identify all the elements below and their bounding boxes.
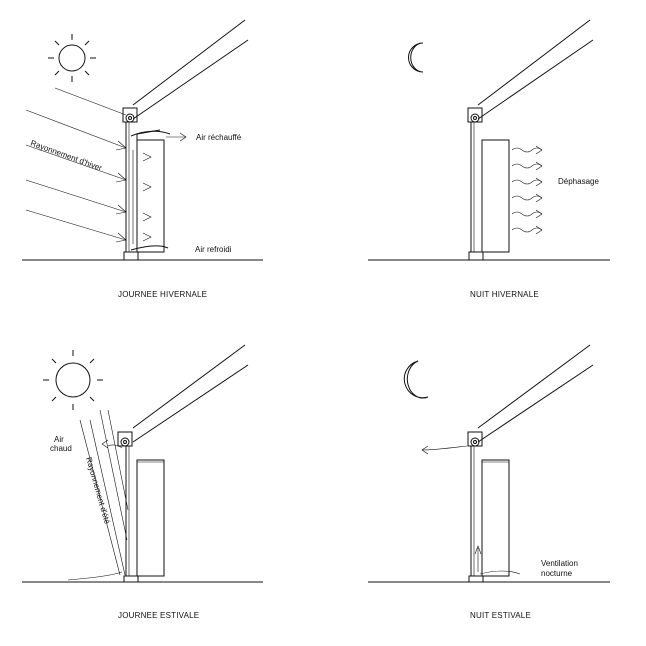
- mass-wall: [136, 139, 165, 253]
- roof-line: [132, 19, 246, 106]
- radiation-label: Rayonnement d'été: [84, 456, 112, 525]
- ventilation-label-1: Ventilation: [541, 559, 578, 568]
- radiation-rays: [25, 87, 127, 243]
- panel-caption: NUIT ESTIVALE: [470, 611, 531, 620]
- panel-caption: NUIT HIVERNALE: [470, 290, 539, 299]
- internal-flow-arrows: [132, 150, 152, 244]
- radiation-rays: [79, 409, 129, 576]
- moon-icon: [403, 360, 429, 399]
- hot-air-label-1: Air: [54, 435, 64, 444]
- panel-summer-night: Ventilation nocturne NUIT ESTIVALE: [368, 344, 610, 620]
- wavy-arrow-icon: [511, 145, 543, 235]
- hot-air-label-2: chaud: [50, 444, 72, 453]
- sun-icon: [43, 350, 103, 410]
- dephasing-label: Déphasage: [558, 177, 599, 186]
- panel-summer-day: Air chaud Rayonnement d'été JOURNEE ESTI…: [22, 344, 263, 620]
- moon-icon: [408, 42, 424, 73]
- arrow-icon: [421, 445, 468, 455]
- panel-winter-day: Air réchauffé Air refroidi Rayonnement d…: [22, 19, 263, 299]
- panel-caption: JOURNEE HIVERNALE: [118, 290, 207, 299]
- radiation-label: Rayonnement d'hiver: [29, 138, 103, 172]
- warm-air-label: Air réchauffé: [196, 133, 242, 142]
- cool-air-label: Air refroidi: [195, 245, 232, 254]
- ventilation-label-2: nocturne: [541, 569, 573, 578]
- arrow-icon: [166, 132, 187, 142]
- sun-icon: [48, 34, 96, 82]
- panel-winter-night: Déphasage NUIT HIVERNALE: [368, 19, 610, 299]
- panel-caption: JOURNEE ESTIVALE: [118, 611, 199, 620]
